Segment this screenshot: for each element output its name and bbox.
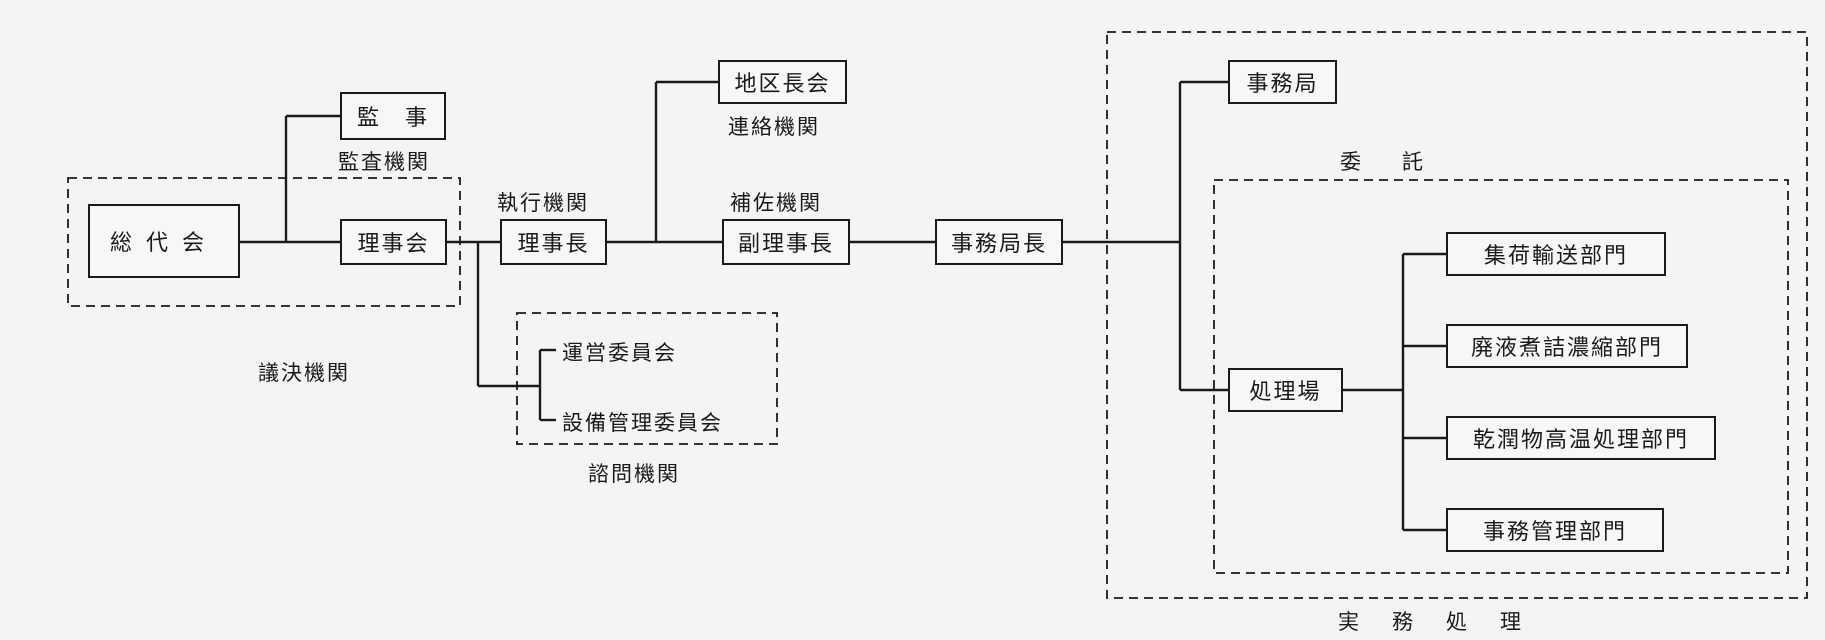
shimon-kikan-label: 諮問機関 [588,462,680,486]
bumon-jimu-box[interactable]: 事務管理部門 [1446,508,1664,552]
bumon-shuka-box[interactable]: 集荷輸送部門 [1446,232,1666,276]
itaku-group-frame [1213,179,1789,574]
shorijou-box[interactable]: 処理場 [1228,368,1343,412]
setsubi-iinkai-item[interactable]: 設備管理委員会 [562,411,723,435]
chikuchoukai-box[interactable]: 地区長会 [718,60,847,104]
jitsumu-shori-label: 実 務 処 理 [1338,610,1527,634]
giketsu-kikan-label: 議決機関 [258,361,350,385]
renraku-kikan-label: 連絡機関 [728,115,820,139]
rijikai-box[interactable]: 理事会 [340,219,447,265]
jimukyokuchou-box[interactable]: 事務局長 [935,219,1063,265]
fukurijichou-box[interactable]: 副理事長 [722,219,850,265]
itaku-label: 委 託 [1340,150,1433,174]
jimukyoku-box[interactable]: 事務局 [1228,60,1337,104]
jitsumu-group-frame [1106,31,1808,599]
bumon-haieki-box[interactable]: 廃液煮詰濃縮部門 [1446,324,1688,368]
bumon-kansou-box[interactable]: 乾潤物高温処理部門 [1446,416,1716,460]
unei-iinkai-item[interactable]: 運営委員会 [562,341,677,365]
hosa-kikan-label: 補佐機関 [730,191,822,215]
kanji-box[interactable]: 監 事 [340,92,446,140]
soudaikai-box[interactable]: 総代会 [88,204,240,278]
kansa-kikan-label: 監査機関 [338,150,430,174]
shikkou-kikan-label: 執行機関 [497,191,589,215]
rijichou-box[interactable]: 理事長 [500,219,607,265]
